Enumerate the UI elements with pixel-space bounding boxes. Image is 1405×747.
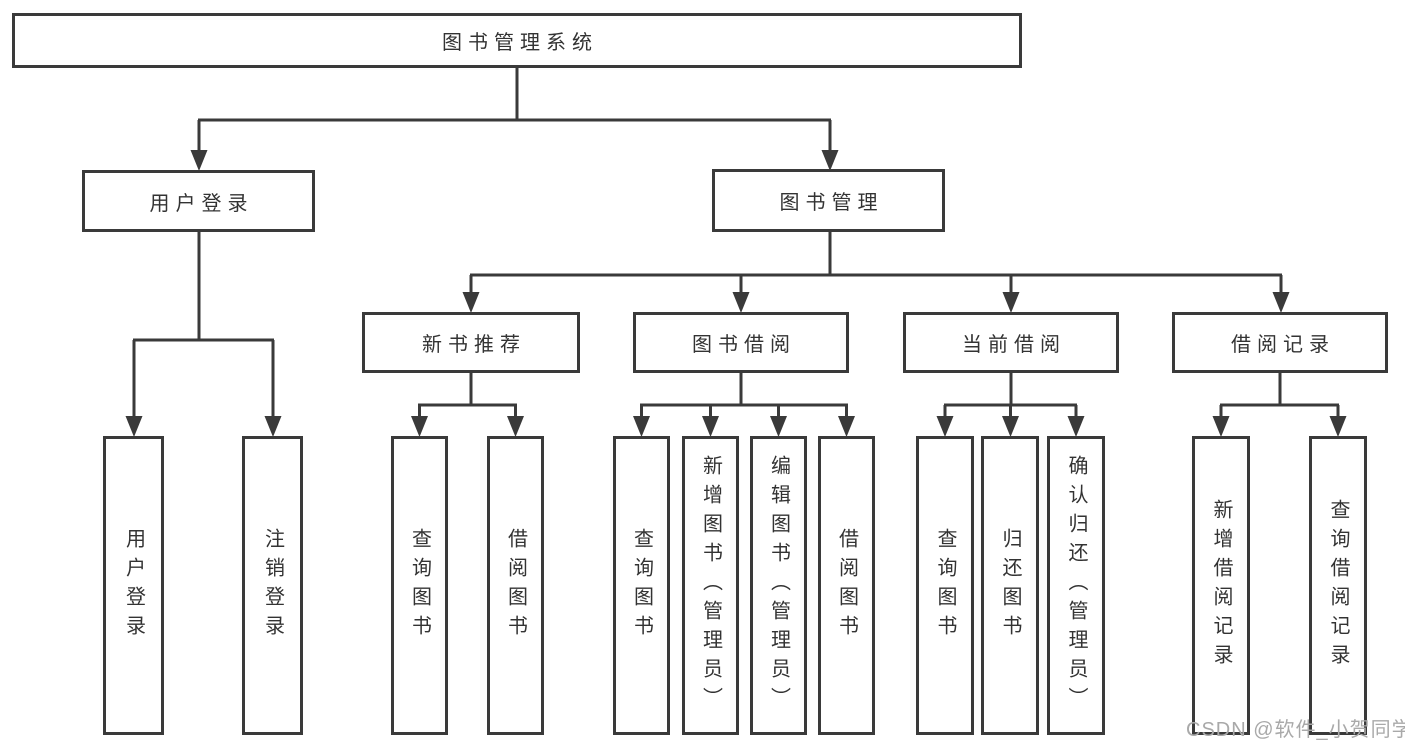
node-current-borrowing: 当前借阅 <box>903 312 1119 373</box>
connector-arrowheads <box>125 150 1347 437</box>
node-label: 图书借阅 <box>692 334 796 356</box>
node-label: 注销登录 <box>261 527 284 644</box>
node-edit-books-admin: 编辑图书（管理员） <box>750 436 807 735</box>
node-return-books: 归还图书 <box>981 436 1039 735</box>
csdn-watermark: CSDN @软件_小贺同学 <box>1186 719 1405 741</box>
node-query-books-current: 查询图书 <box>916 436 974 735</box>
node-label: 查询借阅记录 <box>1327 498 1349 673</box>
node-label: 新书推荐 <box>422 334 526 356</box>
node-query-books-recommend: 查询图书 <box>391 436 448 735</box>
node-borrow-books-leaf: 借阅图书 <box>818 436 875 735</box>
node-logout-leaf: 注销登录 <box>242 436 303 735</box>
node-label: 查询图书 <box>630 527 653 644</box>
node-label: 归还图书 <box>999 527 1021 644</box>
node-label: 确认归还（管理员） <box>1065 455 1087 716</box>
node-label: 图书管理 <box>779 192 884 214</box>
node-label: 新增借阅记录 <box>1210 498 1232 673</box>
node-label: 用户登录 <box>149 192 254 215</box>
node-label: 借阅图书 <box>504 527 527 644</box>
node-label: 借阅记录 <box>1231 334 1335 356</box>
node-user-login-leaf: 用户登录 <box>103 436 164 735</box>
node-label: 新增图书（管理员） <box>699 455 722 716</box>
node-label: 借阅图书 <box>835 527 858 644</box>
node-add-borrow-record: 新增借阅记录 <box>1192 436 1250 735</box>
node-confirm-return-admin: 确认归还（管理员） <box>1047 436 1105 735</box>
node-query-books-borrow: 查询图书 <box>613 436 670 735</box>
node-label: 当前借阅 <box>962 334 1066 356</box>
node-label: 编辑图书（管理员） <box>767 455 790 716</box>
node-label: 查询图书 <box>408 527 431 644</box>
node-borrow-records: 借阅记录 <box>1172 312 1388 373</box>
node-user-login: 用户登录 <box>82 170 315 232</box>
node-query-borrow-record: 查询借阅记录 <box>1309 436 1367 735</box>
node-label: 查询图书 <box>934 527 956 644</box>
node-new-book-recommend: 新书推荐 <box>362 312 580 373</box>
node-label: 用户登录 <box>122 527 145 644</box>
connector-line <box>132 66 1340 418</box>
node-library-management-system: 图书管理系统 <box>12 13 1022 68</box>
node-book-management: 图书管理 <box>712 169 945 232</box>
node-book-borrowing: 图书借阅 <box>633 312 849 373</box>
node-borrow-books-recommend: 借阅图书 <box>487 436 544 735</box>
node-add-books-admin: 新增图书（管理员） <box>682 436 739 735</box>
node-label: 图书管理系统 <box>442 32 598 54</box>
